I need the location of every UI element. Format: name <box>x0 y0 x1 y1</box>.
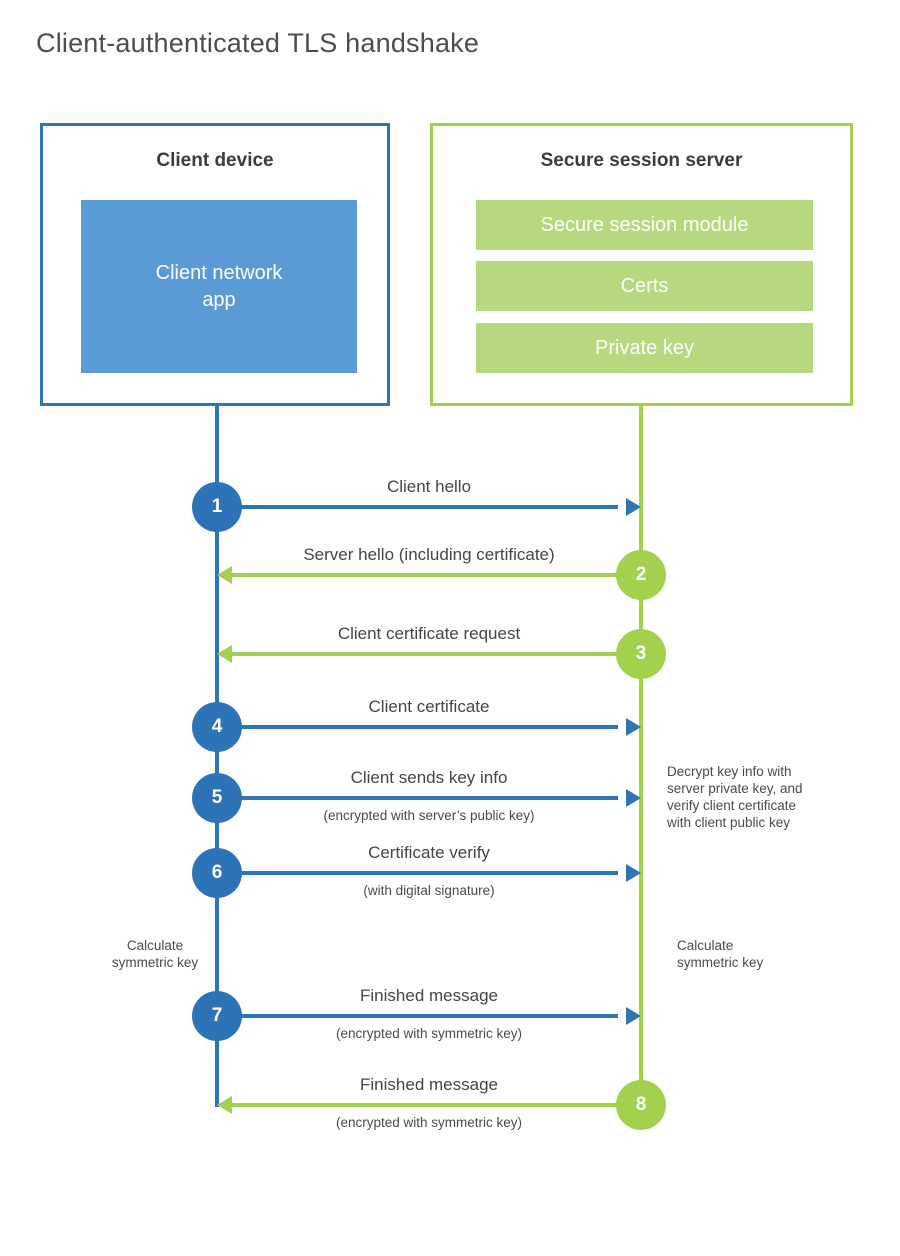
step-2-arrowhead-icon <box>217 566 232 584</box>
step-6-arrowhead-icon <box>626 864 641 882</box>
step-3-circle: 3 <box>616 629 666 679</box>
page-title: Client-authenticated TLS handshake <box>36 28 480 58</box>
step-8-sublabel: (encrypted with symmetric key) <box>335 1115 523 1130</box>
step-8-arrowhead-icon <box>217 1096 232 1114</box>
step-6-label: Certificate verify <box>368 843 490 862</box>
step-1-arrowhead-icon <box>626 498 641 516</box>
step-5-circle: 5 <box>192 773 242 823</box>
step-4-circle: 4 <box>192 702 242 752</box>
server-module-private-key: Private key <box>476 323 813 373</box>
step-7-arrowhead-icon <box>626 1007 641 1025</box>
step-8-label: Finished message <box>360 1075 498 1094</box>
calculate-symmetric-key-note-client: Calculate symmetric key <box>111 938 199 970</box>
server-module-secure-session: Secure session module <box>476 200 813 250</box>
step-4-arrowhead-icon <box>626 718 641 736</box>
step-8-circle: 8 <box>616 1080 666 1130</box>
client-lifeline <box>215 406 219 1107</box>
step-1-label: Client hello <box>386 477 472 496</box>
server-box: Secure session server Secure session mod… <box>430 123 853 406</box>
client-device-box: Client device Client network app <box>40 123 390 406</box>
step-3-arrow <box>232 652 618 656</box>
step-7-arrow <box>232 1014 618 1018</box>
step-3-label: Client certificate request <box>337 624 521 643</box>
step-7-sublabel: (encrypted with symmetric key) <box>335 1026 523 1041</box>
calculate-symmetric-key-note-server: Calculate symmetric key <box>677 938 764 970</box>
step-1-arrow <box>232 505 618 509</box>
server-module-certs: Certs <box>476 261 813 311</box>
step-2-label: Server hello (including certificate) <box>303 545 555 564</box>
step-6-sublabel: (with digital signature) <box>363 883 495 898</box>
client-device-title: Client device <box>156 150 274 171</box>
step-6-circle: 6 <box>192 848 242 898</box>
server-lifeline <box>639 406 643 1107</box>
step-4-arrow <box>232 725 618 729</box>
step-2-circle: 2 <box>616 550 666 600</box>
server-title: Secure session server <box>540 150 743 171</box>
step-7-label: Finished message <box>360 986 498 1005</box>
step-5-arrowhead-icon <box>626 789 641 807</box>
step-5-sublabel: (encrypted with server’s public key) <box>323 808 535 823</box>
step-6-arrow <box>232 871 618 875</box>
step-4-label: Client certificate <box>368 697 490 716</box>
step-5-arrow <box>232 796 618 800</box>
step-8-arrow <box>232 1103 618 1107</box>
step-2-arrow <box>232 573 618 577</box>
client-network-app-box: Client network app <box>81 200 357 373</box>
step-1-circle: 1 <box>192 482 242 532</box>
step-3-arrowhead-icon <box>217 645 232 663</box>
step-7-circle: 7 <box>192 991 242 1041</box>
decrypt-key-note: Decrypt key info with server private key… <box>667 764 803 830</box>
step-5-label: Client sends key info <box>350 768 508 787</box>
